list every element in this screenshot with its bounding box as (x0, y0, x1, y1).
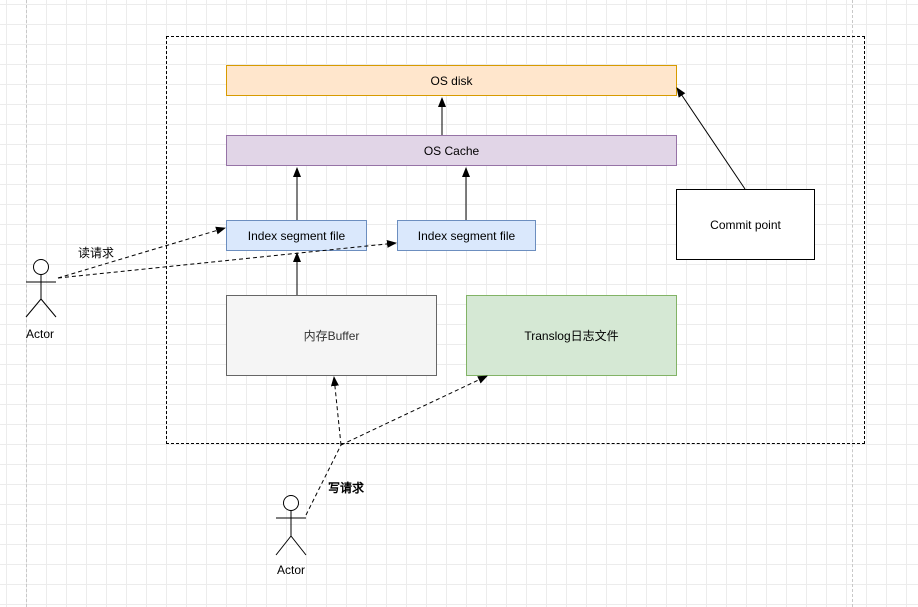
index-segment-file-left[interactable]: Index segment file (226, 220, 367, 251)
memory-buffer-label: 内存Buffer (303, 328, 360, 343)
os-cache-label: OS Cache (423, 143, 480, 158)
index-segment-file-right[interactable]: Index segment file (397, 220, 536, 251)
edge-write-to-buffer[interactable] (330, 376, 342, 446)
page-boundary-right (852, 0, 853, 607)
edge-write-to-translog[interactable] (340, 375, 488, 446)
edge-read-to-index-left[interactable] (57, 226, 226, 279)
commit-point-box[interactable]: Commit point (676, 189, 815, 260)
system-boundary-box[interactable] (166, 36, 865, 444)
translog-box[interactable]: Translog日志文件 (466, 295, 677, 376)
write-request-label: 写请求 (328, 481, 365, 495)
index-segment-file-left-label: Index segment file (247, 228, 346, 243)
write-actor-label: Actor (277, 563, 306, 577)
read-actor-label: Actor (26, 327, 55, 341)
write-actor-icon[interactable] (275, 495, 307, 556)
memory-buffer-box[interactable]: 内存Buffer (226, 295, 437, 376)
os-disk-label: OS disk (430, 73, 473, 88)
edge-write-to-junction[interactable] (305, 444, 342, 516)
edge-commit-to-disk[interactable] (676, 87, 746, 190)
os-disk-box[interactable]: OS disk (226, 65, 677, 96)
page-boundary-left (26, 0, 27, 607)
translog-label: Translog日志文件 (524, 328, 619, 343)
index-segment-file-right-label: Index segment file (417, 228, 516, 243)
os-cache-box[interactable]: OS Cache (226, 135, 677, 166)
commit-point-label: Commit point (710, 217, 781, 232)
read-request-label: 读请求 (78, 246, 115, 260)
edge-read-to-index-right[interactable] (57, 239, 397, 279)
read-actor-icon[interactable] (25, 259, 57, 318)
